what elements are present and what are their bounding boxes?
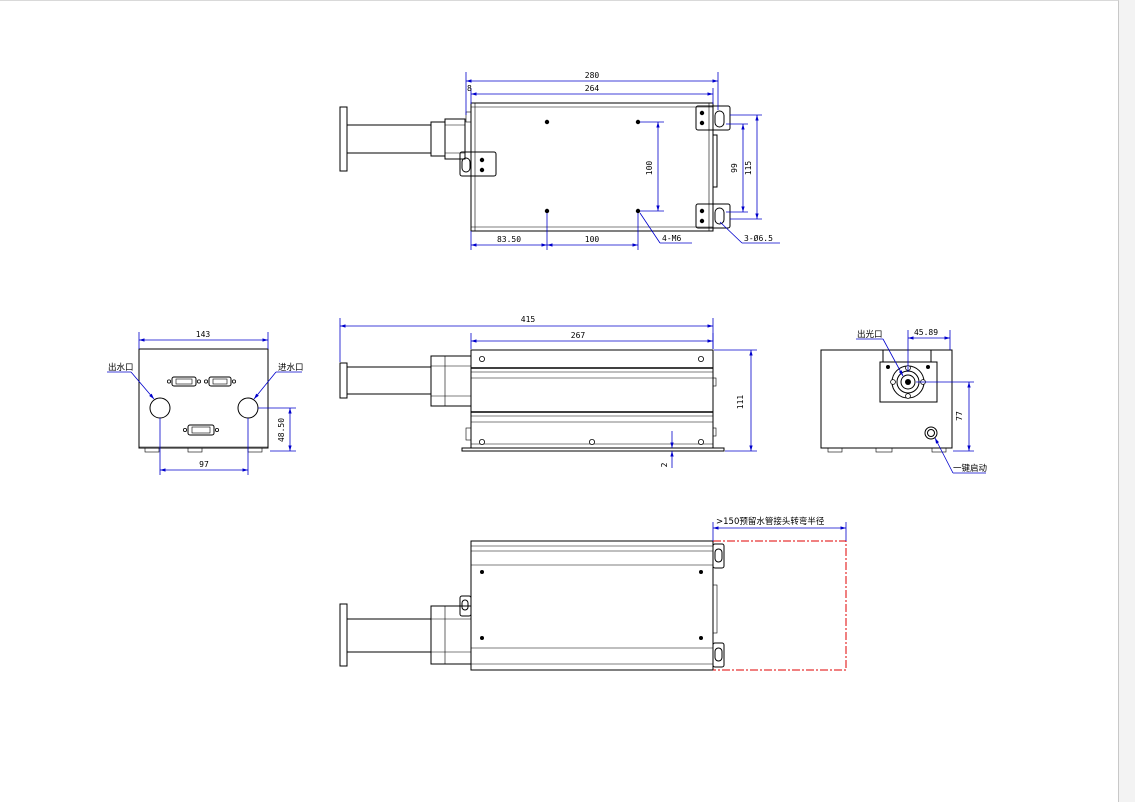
dim-body-length: 267: [571, 331, 586, 340]
left-view: 143 97 48.50 出水口 进水口: [107, 330, 304, 475]
dim-flange-offset: 8: [467, 84, 472, 93]
dim-left-width: 143: [196, 330, 211, 339]
label-water-outlet: 出水口: [108, 362, 134, 373]
dim-foot-height: 2: [660, 462, 669, 467]
label-light-outlet: 出光口: [857, 329, 883, 340]
top-body: [470, 102, 714, 232]
top-barrel: [346, 124, 432, 154]
callout-threads: 4-M6: [662, 234, 681, 243]
front-body: [470, 349, 714, 449]
dim-inner-length: 264: [585, 84, 600, 93]
top-flange: [339, 106, 348, 172]
front-view: 415 267 111 2: [339, 315, 757, 468]
dim-overall-length: 280: [585, 71, 600, 80]
bottom-body: [470, 540, 714, 671]
right-view: 45.89 77 出光口 一键启动: [820, 328, 988, 474]
water-outlet-port: [149, 397, 171, 419]
dim-port-height: 48.50: [277, 418, 286, 442]
bottom-view: >150预留水管接头转弯半径: [339, 516, 847, 671]
one-key-start-button: [924, 426, 938, 440]
top-view: 280 264 8 100 99 115 83.50 100 4-M6 3-Ø6…: [339, 71, 780, 250]
right-body: [820, 349, 953, 449]
dim-hole-pitch-h: 100: [585, 235, 600, 244]
dim-beam-offset: 45.89: [914, 328, 938, 337]
dim-front-overall: 415: [521, 315, 536, 324]
dim-bracket-span-1: 99: [730, 163, 739, 173]
label-reserve-note: >150预留水管接头转弯半径: [716, 516, 825, 527]
left-body: [138, 348, 269, 449]
scrollbar-track[interactable]: [1119, 0, 1135, 801]
top-adapter: [430, 121, 446, 157]
label-one-key-start: 一键启动: [953, 463, 988, 474]
dim-hole-pitch-v: 100: [645, 161, 654, 176]
reserve-zone: [713, 540, 847, 671]
dim-bracket-span-2: 115: [744, 161, 753, 176]
label-water-inlet: 进水口: [278, 362, 304, 373]
dim-beam-height: 77: [955, 411, 964, 421]
water-inlet-port: [237, 397, 259, 419]
dim-port-spacing: 97: [199, 460, 209, 469]
dim-front-height: 111: [736, 395, 745, 410]
callout-slots: 3-Ø6.5: [744, 233, 773, 243]
dim-front-offset: 83.50: [497, 235, 521, 244]
